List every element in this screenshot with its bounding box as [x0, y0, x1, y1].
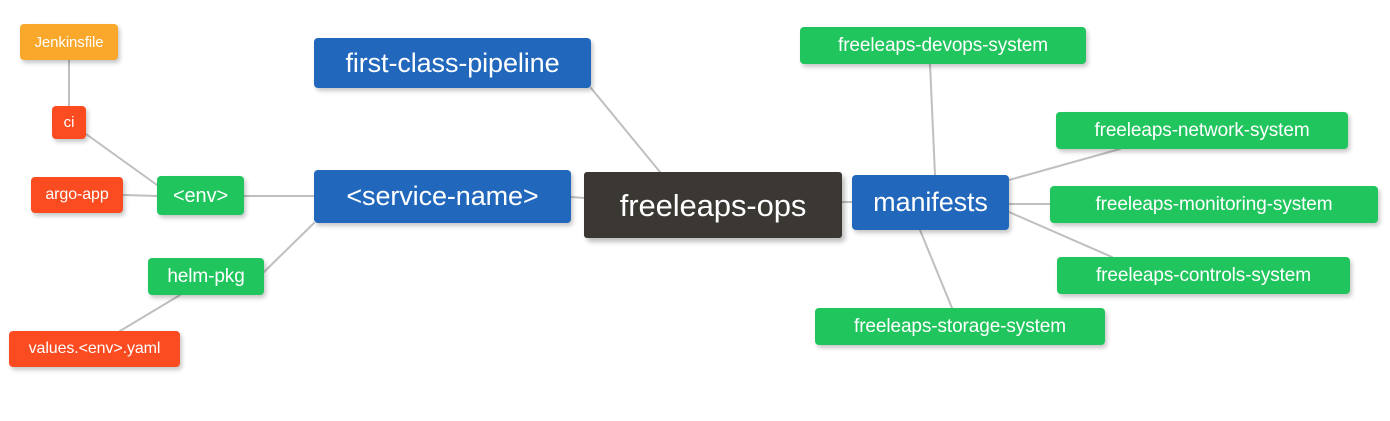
mindmap-node-controls[interactable]: freeleaps-controls-system — [1057, 257, 1350, 294]
node-label: freeleaps-ops — [619, 187, 807, 223]
edge-helm-pkg-to-values-yaml — [119, 294, 181, 332]
mindmap-node-network[interactable]: freeleaps-network-system — [1056, 112, 1348, 149]
mindmap-node-jenkinsfile[interactable]: Jenkinsfile — [20, 24, 118, 60]
mindmap-node-helm-pkg[interactable]: helm-pkg — [148, 258, 264, 295]
node-label: values.<env>.yaml — [28, 340, 161, 357]
mindmap-node-monitoring[interactable]: freeleaps-monitoring-system — [1050, 186, 1378, 223]
node-label: freeleaps-network-system — [1094, 120, 1310, 141]
mindmap-node-freeleaps-ops[interactable]: freeleaps-ops — [584, 172, 842, 238]
edge-manifests-to-storage — [919, 229, 953, 309]
edge-service-name-to-helm-pkg — [263, 222, 315, 273]
node-label: freeleaps-devops-system — [838, 35, 1048, 56]
edge-manifests-to-devops — [929, 63, 936, 176]
mindmap-node-devops[interactable]: freeleaps-devops-system — [800, 27, 1086, 64]
mindmap-node-env[interactable]: <env> — [157, 176, 244, 215]
mindmap-node-service-name[interactable]: <service-name> — [314, 170, 571, 223]
node-label: freeleaps-storage-system — [854, 316, 1066, 337]
mindmap-node-first-class[interactable]: first-class-pipeline — [314, 38, 591, 88]
node-label: <env> — [172, 184, 229, 207]
node-label: helm-pkg — [167, 266, 245, 287]
edge-manifests-to-network — [1008, 148, 1121, 181]
mindmap-node-ci[interactable]: ci — [52, 106, 86, 139]
node-label: argo-app — [45, 186, 109, 203]
mindmap-node-argo-app[interactable]: argo-app — [31, 177, 123, 213]
edge-service-name-to-freeleaps-ops — [570, 196, 585, 199]
node-label: Jenkinsfile — [34, 33, 104, 51]
node-label: first-class-pipeline — [345, 47, 560, 78]
mindmap-node-manifests[interactable]: manifests — [852, 175, 1009, 230]
node-label: manifests — [873, 187, 988, 217]
node-label: <service-name> — [346, 181, 539, 211]
mindmap-node-storage[interactable]: freeleaps-storage-system — [815, 308, 1105, 345]
edge-first-class-to-freeleaps-ops — [590, 87, 661, 173]
node-label: freeleaps-monitoring-system — [1095, 194, 1333, 215]
node-label: ci — [63, 114, 75, 131]
mindmap-node-values-yaml[interactable]: values.<env>.yaml — [9, 331, 180, 367]
edge-argo-app-to-env — [122, 194, 158, 197]
node-label: freeleaps-controls-system — [1095, 265, 1312, 286]
